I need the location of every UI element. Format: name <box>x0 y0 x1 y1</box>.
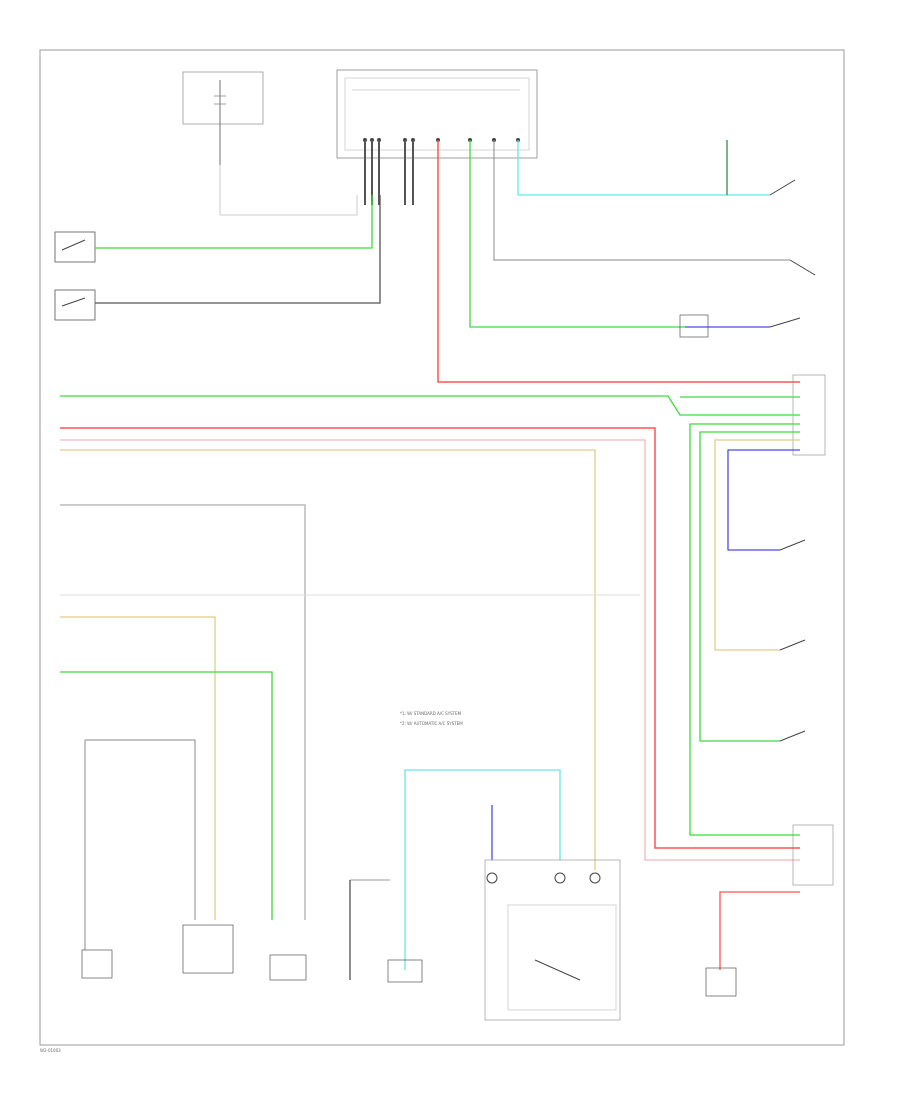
wire-red-bottom-right <box>719 891 800 970</box>
right-switches <box>779 539 834 886</box>
note-line-1: *1: W/ STANDARD A/C SYSTEM <box>400 711 462 716</box>
wire-green-right-2 <box>699 431 800 742</box>
wire-green-right-1 <box>689 423 800 836</box>
diagram-frame <box>39 49 845 1046</box>
wire-green-door <box>95 195 373 249</box>
wire-red-main <box>437 140 800 383</box>
door-switch-left <box>54 231 96 321</box>
footer-code: W2-01003 <box>40 1048 61 1053</box>
wire-gray-right <box>493 140 790 261</box>
wire-tan-left <box>60 616 216 920</box>
wire-cyan-bottom <box>404 769 561 970</box>
wire-tan-long <box>60 449 596 870</box>
wire-blue-right <box>727 449 800 551</box>
wire-gray-thin <box>60 504 306 920</box>
connector-stubs <box>364 140 414 205</box>
wire-red-long <box>60 427 800 849</box>
wire-tan-right <box>714 439 800 651</box>
wire-green-long <box>60 395 800 416</box>
wire-green-left <box>60 671 273 920</box>
bottom-left-components <box>81 739 307 981</box>
bottom-middle-components <box>349 879 423 983</box>
combination-switch <box>484 859 621 1021</box>
fuse-box <box>182 71 358 216</box>
wire-green-light <box>469 140 685 328</box>
wire-dark-door <box>95 195 381 304</box>
wire-pink-long <box>60 439 800 861</box>
main-connector-block <box>336 69 538 159</box>
wire-cyan-top <box>517 140 770 196</box>
note-line-2: *2: W/ AUTOMATIC A/C SYSTEM <box>400 721 463 726</box>
